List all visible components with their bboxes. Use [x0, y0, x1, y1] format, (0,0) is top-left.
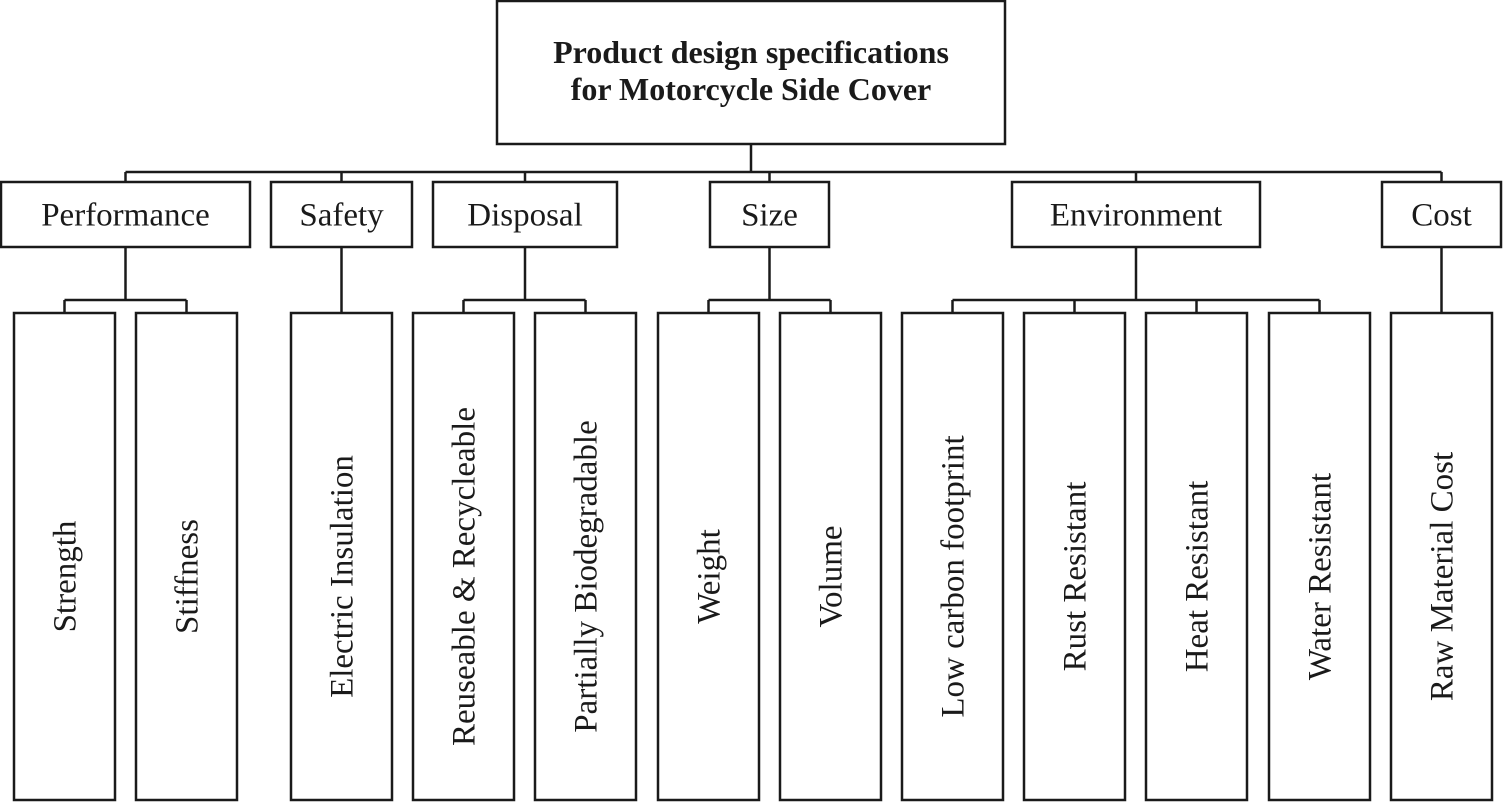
leaf-nodes: Strength Stiffness Electric Insulation Reus…	[12, 311, 1494, 802]
leaf-weight: Weight	[656, 311, 761, 802]
root-node: Product design specifications for Motorc…	[495, 0, 1007, 146]
leaf-label-water-resistant: Water Resistant	[1303, 473, 1339, 680]
category-disposal: Disposal	[431, 180, 619, 249]
category-box-cost	[1380, 180, 1503, 249]
leaf-label-volume: Volume	[814, 525, 850, 627]
leaf-rust-resistant: Rust Resistant	[1022, 311, 1127, 802]
connector-lines	[63, 144, 1443, 313]
category-nodes: Performance Safety Disposal Size Environment…	[0, 180, 1503, 249]
root-box	[495, 0, 1007, 146]
leaf-box-weight	[656, 311, 761, 802]
root-title-line2: for Motorcycle Side Cover	[571, 71, 931, 107]
category-label-safety: Safety	[299, 198, 384, 234]
category-box-environment	[1010, 180, 1262, 249]
category-cost: Cost	[1380, 180, 1503, 249]
leaf-label-rust-resistant: Rust Resistant	[1058, 482, 1094, 672]
category-box-disposal	[431, 180, 619, 249]
leaf-label-raw-material-cost: Raw Material Cost	[1425, 452, 1461, 701]
leaf-box-reuseable-and-recycleable	[411, 311, 516, 802]
leaf-label-low-carbon-footprint: Low carbon footprint	[936, 435, 972, 717]
category-label-performance: Performance	[41, 198, 210, 234]
leaf-box-heat-resistant	[1144, 311, 1249, 802]
category-size: Size	[708, 180, 831, 249]
leaf-strength: Strength	[12, 311, 117, 802]
leaf-label-stiffness: Stiffness	[170, 519, 206, 634]
leaf-box-volume	[778, 311, 883, 802]
category-label-environment: Environment	[1050, 198, 1222, 234]
category-safety: Safety	[269, 180, 414, 249]
leaf-label-weight: Weight	[692, 529, 728, 624]
leaf-stiffness: Stiffness	[134, 311, 239, 802]
leaf-raw-material-cost: Raw Material Cost	[1389, 311, 1494, 802]
leaf-label-reuseable-and-recycleable: Reuseable & Recycleable	[447, 407, 483, 746]
leaf-water-resistant: Water Resistant	[1267, 311, 1372, 802]
leaf-volume: Volume	[778, 311, 883, 802]
leaf-box-partially-biodegradable	[533, 311, 638, 802]
leaf-label-electric-insulation: Electric Insulation	[325, 455, 361, 698]
category-label-size: Size	[741, 198, 798, 234]
leaf-reuseable-and-recycleable: Reuseable & Recycleable	[411, 311, 516, 802]
leaf-box-stiffness	[134, 311, 239, 802]
leaf-box-rust-resistant	[1022, 311, 1127, 802]
leaf-label-partially-biodegradable: Partially Biodegradable	[569, 420, 605, 733]
leaf-box-strength	[12, 311, 117, 802]
category-box-safety	[269, 180, 414, 249]
leaf-electric-insulation: Electric Insulation	[289, 311, 394, 802]
category-label-disposal: Disposal	[467, 198, 583, 234]
leaf-partially-biodegradable: Partially Biodegradable	[533, 311, 638, 802]
leaf-box-electric-insulation	[289, 311, 394, 802]
root-title-line1: Product design specifications	[553, 34, 949, 70]
leaf-label-heat-resistant: Heat Resistant	[1180, 481, 1216, 673]
category-environment: Environment	[1010, 180, 1262, 249]
leaf-box-water-resistant	[1267, 311, 1372, 802]
category-box-size	[708, 180, 831, 249]
leaf-label-strength: Strength	[48, 520, 84, 632]
leaf-box-raw-material-cost	[1389, 311, 1494, 802]
leaf-box-low-carbon-footprint	[900, 311, 1005, 802]
leaf-heat-resistant: Heat Resistant	[1144, 311, 1249, 802]
leaf-low-carbon-footprint: Low carbon footprint	[900, 311, 1005, 802]
category-label-cost: Cost	[1411, 198, 1472, 234]
category-box-performance	[0, 180, 252, 249]
category-performance: Performance	[0, 180, 252, 249]
